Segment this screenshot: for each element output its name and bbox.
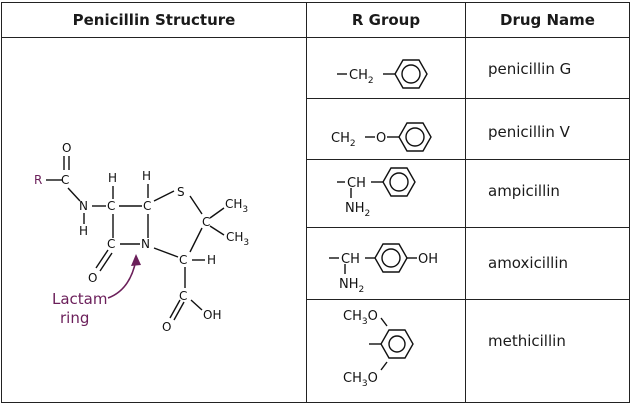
r-group-cell: CH2	[306, 37, 466, 99]
penicillin-structure-cell: R C O N H C H C H C N O S C CH3 CH3 C	[1, 37, 307, 403]
r-group-hydroxyaminobenzyl: CH NH2 OH	[329, 243, 438, 295]
drug-name-cell: penicillin G	[465, 37, 630, 99]
r-group-benzyl: CH2	[337, 59, 428, 89]
header-structure: Penicillin Structure	[1, 2, 307, 38]
header-drug-name: Drug Name	[465, 2, 630, 38]
svg-text:CH3O: CH3O	[343, 371, 378, 389]
table-row: CH NH2 ampicillin	[2, 159, 630, 228]
drug-name-cell: methicillin	[465, 299, 630, 403]
svg-text:CH3O: CH3O	[343, 309, 378, 327]
svg-text:NH2: NH2	[339, 277, 364, 295]
quaternary-c-label: C	[202, 215, 210, 229]
ring-c1-label: C	[107, 199, 115, 213]
methyl-top-label: CH3	[225, 197, 248, 215]
drug-name-cell: amoxicillin	[465, 227, 630, 300]
r-group-cell: CH NH2 OH	[306, 227, 466, 300]
svg-text:CH: CH	[341, 252, 360, 267]
drug-name-cell: ampicillin	[465, 159, 630, 228]
r-group-phenoxymethyl: CH2 O	[331, 122, 432, 152]
table-row: CH NH2 OH amoxicillin	[2, 227, 630, 300]
ring-c2-label: C	[143, 199, 151, 213]
amide-h-label: H	[79, 224, 88, 238]
r-label: R	[34, 173, 42, 187]
r-group-dimethoxyphenyl: CH3O CH3O	[343, 309, 414, 389]
alpha-c-label: C	[179, 253, 187, 267]
r-group-cell: CH2 O	[306, 98, 466, 160]
svg-text:CH2: CH2	[349, 68, 374, 86]
acid-o-label: O	[162, 320, 171, 334]
lactam-n-label: N	[141, 237, 150, 251]
amide-n-label: N	[79, 199, 88, 213]
drug-name: amoxicillin	[488, 254, 568, 272]
carbonyl-c-label: C	[61, 173, 69, 187]
drug-name: penicillin G	[488, 60, 572, 78]
lactam-arrowhead-icon	[131, 254, 141, 266]
svg-text:OH: OH	[418, 252, 438, 267]
carbonyl-o-label: O	[62, 141, 71, 155]
acid-c-label: C	[179, 289, 187, 303]
r-group-aminobenzyl: CH NH2	[337, 167, 416, 219]
drug-name: ampicillin	[488, 182, 560, 200]
svg-text:O: O	[376, 131, 386, 146]
lactam-label-line2: ring	[60, 309, 89, 327]
methyl-bottom-label: CH3	[226, 230, 249, 248]
table-row: CH3O CH3O methicillin	[2, 299, 630, 403]
penicillin-core-structure: R C O N H C H C H C N O S C CH3 CH3 C	[34, 141, 249, 334]
ring-c1-h-label: H	[108, 171, 117, 185]
acid-oh-label: OH	[203, 308, 221, 322]
drug-name: penicillin V	[488, 123, 570, 141]
table-row: R C O N H C H C H C N O S C CH3 CH3 C	[1, 37, 630, 403]
table-row: CH2 O penicillin V	[2, 98, 630, 160]
r-group-cell: CH NH2	[306, 159, 466, 228]
header-row: Penicillin Structure R Group Drug Name	[1, 2, 630, 38]
sulfur-label: S	[177, 185, 185, 199]
header-r-group: R Group	[306, 2, 466, 38]
ring-c2-h-label: H	[142, 169, 151, 183]
svg-text:NH2: NH2	[345, 201, 370, 219]
alpha-h-label: H	[207, 253, 216, 267]
lactam-o-label: O	[88, 271, 97, 285]
lactam-label-line1: Lactam	[52, 290, 107, 308]
svg-text:CH: CH	[347, 176, 366, 191]
lactam-c-label: C	[107, 237, 115, 251]
svg-text:CH2: CH2	[331, 131, 356, 149]
r-group-cell: CH3O CH3O	[306, 299, 466, 403]
drug-name: methicillin	[488, 332, 566, 350]
drug-name-cell: penicillin V	[465, 98, 630, 160]
